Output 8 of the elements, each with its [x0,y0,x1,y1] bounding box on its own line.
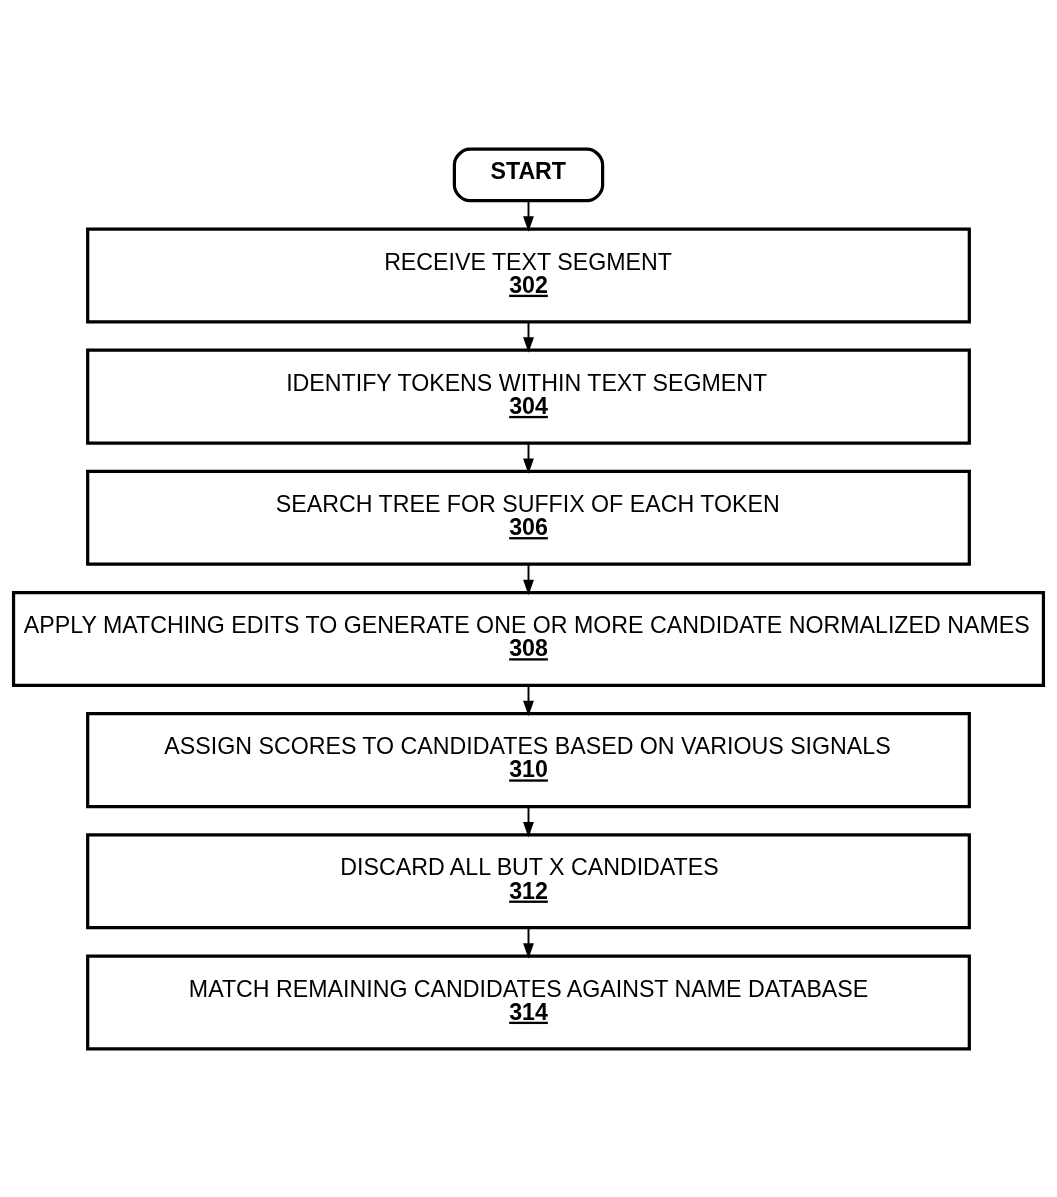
node-box: ASSIGN SCORES TO CANDIDATES BASED ON VARIOUS SIGNALS 310 [86,711,971,808]
node-box: APPLY MATCHING EDITS TO GENERATE ONE OR MORE CANDIDATE NORMALIZED NAMES 308 [11,590,1046,687]
node-box: DISCARD ALL BUT X CANDIDATES 312 [86,832,971,929]
node-box: RECEIVE TEXT SEGMENT 302 [86,226,971,323]
node-box: MATCH REMAINING CANDIDATES AGAINST NAME DATABASE 314 [86,953,971,1050]
node-box: IDENTIFY TOKENS WITHIN TEXT SEGMENT 304 [86,348,971,445]
node-box: SEARCH TREE FOR SUFFIX OF EACH TOKEN 306 [86,469,971,566]
node-box: START [452,147,605,202]
